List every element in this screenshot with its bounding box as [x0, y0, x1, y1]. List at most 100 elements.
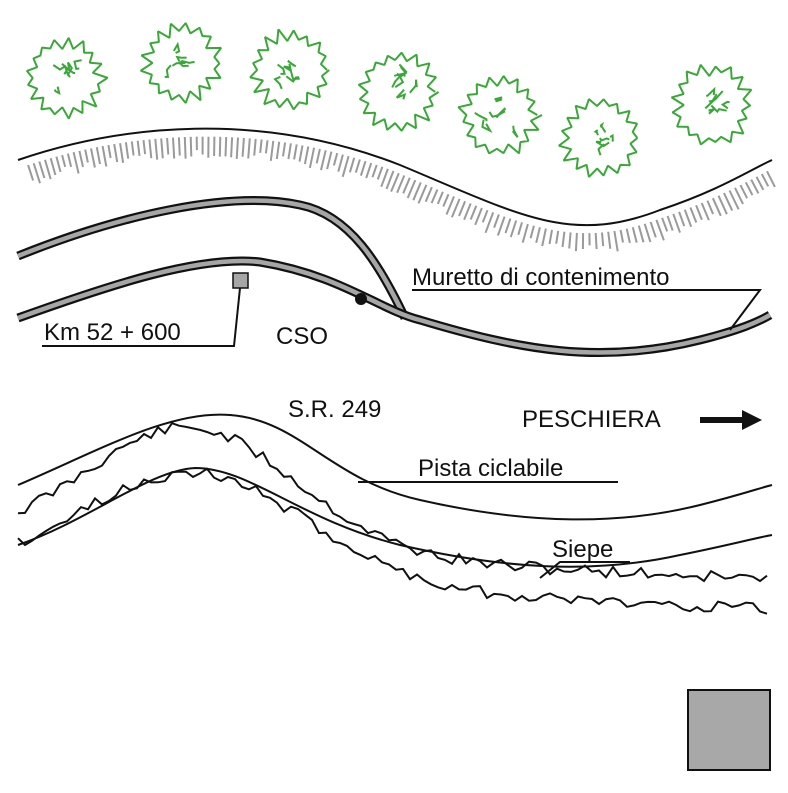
grass-tick — [403, 178, 410, 194]
hedge-label: Siepe — [552, 536, 613, 563]
tree-icon — [141, 23, 221, 103]
grass-tick — [310, 148, 314, 168]
grass-tick — [288, 143, 291, 159]
grass-tick — [260, 140, 261, 153]
grass-tick — [498, 217, 505, 236]
grass-tick — [126, 142, 128, 158]
grass-tick — [366, 163, 371, 178]
grass-tick — [85, 150, 88, 163]
grass-tick — [645, 224, 651, 242]
legend-swatch — [688, 690, 770, 770]
grass-tick — [707, 201, 713, 214]
grass-tick — [596, 233, 597, 249]
grass-tick — [173, 138, 174, 159]
grass-tick — [271, 141, 274, 161]
grass-tick — [569, 232, 570, 248]
grass-tick — [191, 137, 192, 157]
grass-tick — [563, 232, 565, 247]
grass-tick — [621, 230, 623, 243]
grass-tick — [294, 144, 297, 159]
grass-tick — [426, 187, 432, 202]
grass-tick — [28, 165, 33, 180]
grass-tick — [608, 232, 610, 249]
tree-icon — [250, 29, 329, 109]
grass-tick — [762, 174, 768, 186]
grass-tick — [536, 227, 540, 243]
grass-tick — [518, 222, 522, 234]
km-marker-square — [233, 273, 248, 288]
grass-tick — [757, 177, 764, 190]
grass-tick — [161, 138, 163, 158]
grass-tick — [576, 233, 577, 251]
grass-tick — [413, 183, 421, 201]
grass-tick — [39, 162, 44, 179]
grass-tick — [459, 201, 465, 216]
hedge-line-upper — [18, 423, 767, 581]
grass-tick — [614, 231, 617, 251]
grass-tick — [735, 188, 743, 204]
grass-tick — [45, 160, 51, 179]
grass-tick — [266, 140, 268, 153]
grass-tick — [486, 212, 494, 232]
tree-icon — [27, 38, 108, 119]
grass-tick — [378, 167, 383, 180]
grass-tick — [713, 198, 721, 216]
grass-tick — [305, 147, 308, 165]
grass-tick — [220, 137, 221, 157]
bike-path-label: Pista ciclabile — [418, 455, 563, 482]
grass-tick — [167, 138, 168, 155]
grass-tick — [132, 142, 134, 156]
grass-tick — [373, 165, 377, 177]
grass-tick — [138, 141, 140, 156]
grass-tick — [277, 142, 279, 159]
grass-tick — [283, 143, 285, 157]
grass-tick — [108, 145, 110, 158]
grass-tick — [432, 190, 438, 204]
grass-tick — [74, 152, 79, 173]
km-label: Km 52 + 600 — [44, 319, 181, 346]
grass-tick — [361, 161, 366, 176]
grass-tick — [633, 227, 637, 242]
grass-tick — [542, 229, 546, 247]
grass-tick — [327, 152, 331, 170]
grass-tick — [656, 220, 664, 240]
grass-tick — [679, 212, 684, 226]
grass-tick — [506, 219, 511, 234]
grass-tick — [231, 137, 232, 157]
direction-label: PESCHIERA — [522, 406, 661, 433]
grass-tick — [443, 194, 448, 206]
grass-tick — [300, 145, 303, 161]
grass-tick — [483, 210, 488, 222]
tree-row — [27, 23, 752, 177]
grass-tick — [511, 221, 516, 238]
grass-tick — [602, 233, 603, 247]
grass-tick — [696, 205, 702, 219]
grass-tick — [120, 143, 123, 163]
grass-tick — [237, 138, 238, 159]
grass-tick — [179, 137, 180, 155]
grass-tick — [321, 150, 326, 170]
grass-tick — [746, 182, 753, 195]
hedge-line-lower — [18, 469, 767, 614]
grass-tick — [662, 218, 667, 232]
grass-tick — [149, 140, 151, 159]
grass-tick — [531, 226, 534, 238]
grass-tick — [381, 169, 388, 187]
grass-tick — [356, 160, 360, 173]
tree-icon — [559, 99, 638, 177]
grass-tick — [103, 146, 107, 166]
grass-tick — [343, 156, 349, 177]
grass-tick — [56, 157, 60, 172]
grass-tick — [334, 153, 337, 165]
grass-tick — [464, 204, 471, 220]
grass-tick — [34, 163, 40, 183]
grass-tick — [144, 140, 146, 154]
grass-tick — [185, 137, 186, 159]
grass-tick — [550, 230, 553, 244]
grass-tick — [68, 154, 71, 167]
grass-tick — [397, 176, 404, 193]
grass-tick — [62, 155, 65, 167]
grass-tick — [673, 214, 680, 233]
